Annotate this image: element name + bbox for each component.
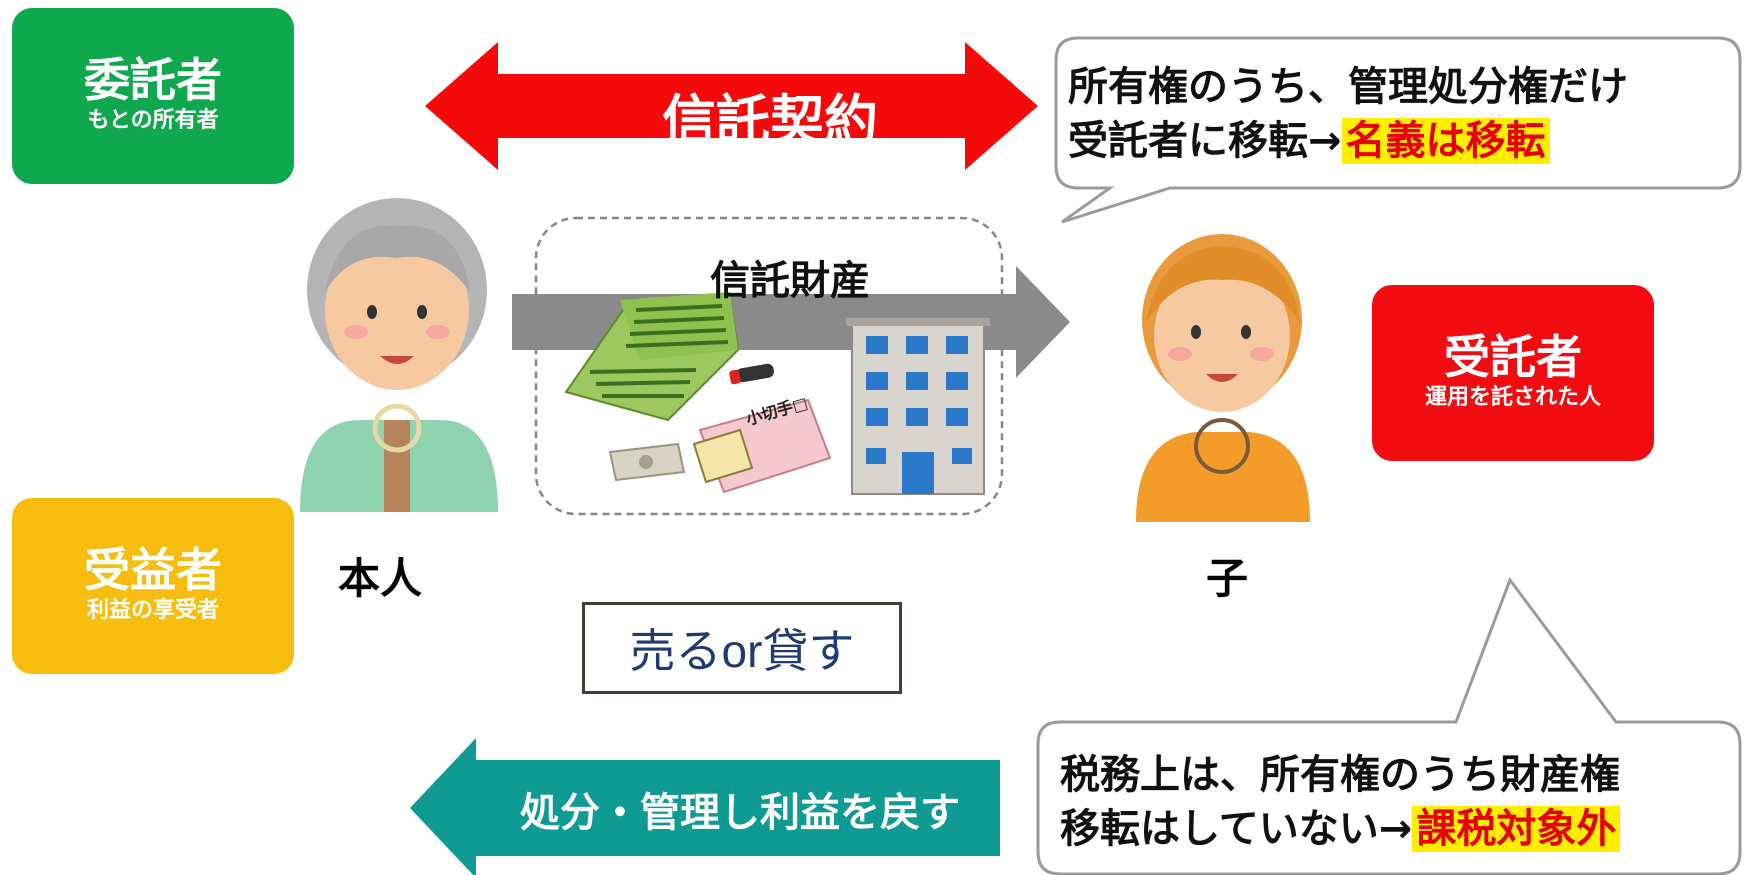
child-illustration xyxy=(1136,234,1310,522)
seal-stamp-icon xyxy=(729,363,774,385)
bubble-top-line1: 所有権のうち、管理処分権だけ xyxy=(1068,64,1628,110)
return-arrow xyxy=(410,738,1000,875)
beneficiary-title: 受益者 xyxy=(84,543,222,598)
trustee-box: 受託者 運用を託された人 xyxy=(1372,285,1654,461)
beneficiary-subtitle: 利益の享受者 xyxy=(86,597,219,623)
trustee-title: 受託者 xyxy=(1444,330,1582,385)
sell-or-lend-box: 売るor貸す xyxy=(582,602,902,694)
property-frame xyxy=(534,216,1004,516)
bubble-bottom-line1: 税務上は、所有権のうち財産権 xyxy=(1060,752,1620,798)
property-label: 信託財産 xyxy=(710,258,870,304)
contract-double-arrow xyxy=(425,42,1038,170)
bubble-bottom-text: 税務上は、所有権のうち財産権 移転はしていない→課税対象外 xyxy=(1060,748,1740,856)
bubble-bottom-line2: 移転はしていない→課税対象外 xyxy=(1060,802,1740,856)
speech-bubble-bottom xyxy=(1036,576,1742,875)
bubble-bottom-line2-prefix: 移転はしていない→ xyxy=(1060,806,1413,852)
beneficiary-box: 受益者 利益の享受者 xyxy=(12,498,294,674)
banknote-icon xyxy=(608,442,686,482)
settlor-title: 委託者 xyxy=(84,53,222,108)
bubble-top-highlight: 名義は移転 xyxy=(1341,118,1550,164)
cheque-icon: 小切手□ xyxy=(692,393,832,494)
building-icon xyxy=(846,317,990,495)
elderly-woman-illustration xyxy=(300,198,498,512)
settlor-box: 委託者 もとの所有者 xyxy=(12,8,294,184)
bubble-bottom-highlight: 課税対象外 xyxy=(1412,806,1621,852)
trustee-subtitle: 運用を託された人 xyxy=(1424,384,1601,410)
return-arrow-label: 処分・管理し利益を戻す xyxy=(520,790,960,836)
bubble-top-text: 所有権のうち、管理処分権だけ 受託者に移転→名義は移転 xyxy=(1068,60,1718,168)
principal-label: 本人 xyxy=(338,554,423,603)
settlor-subtitle: もとの所有者 xyxy=(87,107,219,133)
passbook-icon xyxy=(564,292,740,422)
bubble-top-line2-prefix: 受託者に移転→ xyxy=(1068,118,1342,164)
contract-label: 信託契約 xyxy=(662,89,878,152)
child-label: 子 xyxy=(1206,554,1249,603)
bubble-top-line2: 受託者に移転→名義は移転 xyxy=(1068,114,1718,168)
